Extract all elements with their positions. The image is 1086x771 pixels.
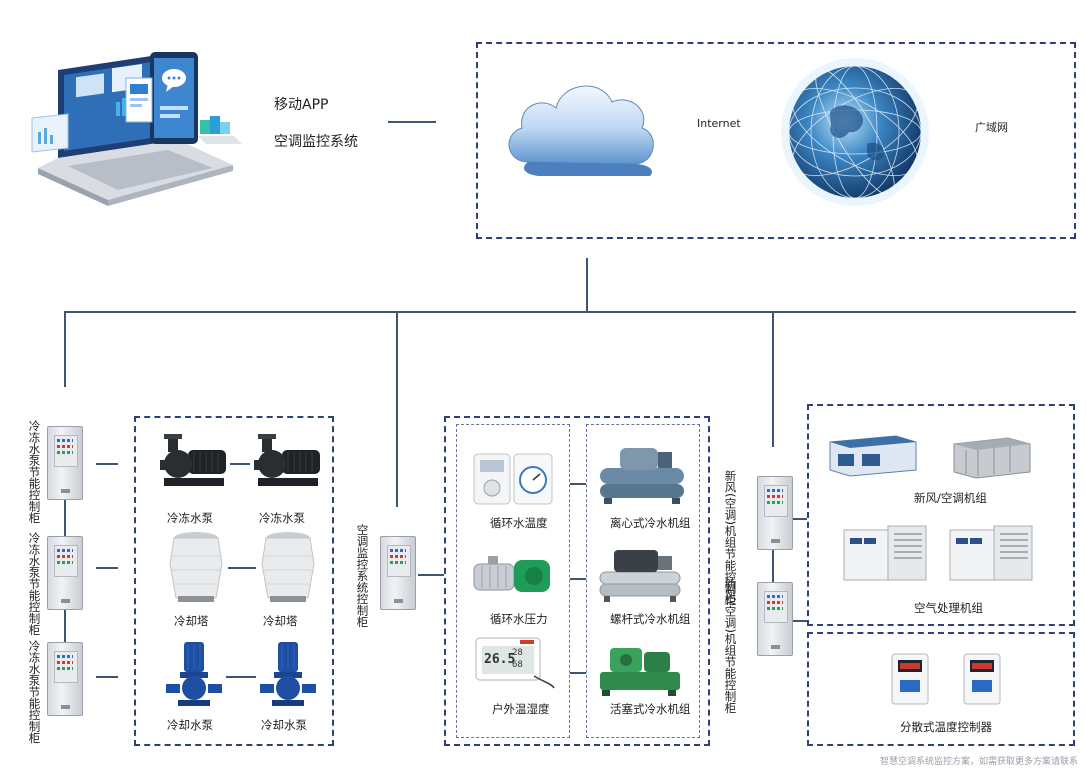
sensors-right-subbox: [586, 424, 700, 738]
outdoor-thermo-hygrometer-icon: [475, 637, 555, 689]
sensor-link-2: [570, 578, 586, 580]
outdoor-humidity-reading: 68: [512, 660, 523, 670]
globe-icon: [781, 58, 929, 206]
cooling-tower-label-2: 冷却塔: [263, 614, 298, 628]
left-cabinet-1: [47, 426, 83, 500]
cooling-water-pump-icon-2: [260, 642, 316, 706]
trunk-line: [586, 258, 588, 312]
water-temperature-label: 循环水温度: [490, 516, 548, 530]
air-handling-unit-icon-1: [843, 525, 927, 581]
air-handling-unit-icon-2: [949, 525, 1033, 581]
center-cabinet-label: 空调监控系统控制柜: [355, 524, 370, 628]
sensor-link-3: [570, 672, 586, 674]
fresh-air-unit-icon-2: [953, 437, 1031, 479]
left-h-connector-3: [96, 676, 118, 678]
pumps-box: [134, 416, 334, 746]
cooling-tower-icon-1: [169, 532, 223, 602]
drop-right: [772, 311, 774, 447]
fresh-air-unit-icon-1: [829, 435, 917, 477]
sensor-link-1: [570, 483, 586, 485]
right-cabinet-2: [757, 582, 793, 656]
cooling-water-pump-label-2: 冷却水泵: [261, 718, 307, 732]
bus-line: [64, 311, 1076, 313]
air-handling-units-label: 空气处理机组: [914, 601, 983, 615]
screw-chiller-label: 螺杆式冷水机组: [610, 612, 691, 626]
center-to-sensors: [418, 574, 444, 576]
water-pressure-label: 循环水压力: [490, 612, 548, 626]
screw-chiller-icon: [599, 550, 681, 602]
wan-label: 广域网: [975, 121, 1008, 134]
right-vertical-connector: [772, 550, 774, 582]
chilled-water-pump-icon-1: [160, 434, 226, 486]
piston-chiller-label: 活塞式冷水机组: [610, 702, 691, 716]
outdoor-temp-humidity-label: 户外温湿度: [492, 702, 550, 716]
right-cabinet-1-label: 新风(空调)机组节能控制柜: [723, 470, 738, 606]
cooling-water-pump-icon-1: [166, 642, 222, 706]
mobile-app-label: 移动APP: [274, 97, 329, 113]
laptop-phone-illustration: [31, 52, 242, 206]
chilled-water-pump-icon-2: [254, 434, 320, 486]
water-pressure-pump-icon: [473, 556, 550, 592]
sensors-left-subbox: [456, 424, 570, 738]
left-cabinet-1-label: 冷冻水泵节能控制柜: [27, 420, 42, 524]
outdoor-temp-reading-2: 28: [512, 648, 523, 658]
temperature-controller-icon-2: [963, 653, 1001, 705]
cooling-tower-label-1: 冷却塔: [174, 614, 209, 628]
connector-app-to-cloud: [388, 121, 436, 123]
ac-monitoring-system-label: 空调监控系统: [274, 134, 358, 150]
cooling-tower-icon-2: [261, 532, 315, 602]
left-h-connector-1: [96, 463, 118, 465]
pump-link-1: [230, 463, 250, 465]
cloud-icon: [508, 85, 654, 176]
watermark-text: 智慧空调系统监控方案，如需获取更多方案请联系: [879, 757, 1078, 767]
left-cabinet-3-label: 冷冻水泵节能控制柜: [27, 640, 42, 744]
right-cabinet-2-label: 新风(空调)机组节能控制柜: [723, 578, 738, 714]
internet-label: Internet: [697, 117, 741, 130]
centrifugal-chiller-label: 离心式冷水机组: [610, 516, 691, 530]
center-cabinet: [380, 536, 416, 610]
outdoor-temp-reading: 26.5: [484, 652, 516, 667]
chilled-water-pump-label-2: 冷冻水泵: [259, 511, 305, 525]
left-vertical-connector-b: [64, 610, 66, 642]
chilled-water-pump-label-1: 冷冻水泵: [167, 511, 213, 525]
left-cabinet-2-label: 冷冻水泵节能控制柜: [27, 532, 42, 636]
left-h-connector-2: [96, 567, 118, 569]
cooling-pump-link: [226, 676, 256, 678]
fresh-air-units-label: 新风/空调机组: [914, 491, 987, 505]
tower-link: [228, 567, 256, 569]
right-h-connector-2: [793, 620, 807, 622]
sensors-box: [444, 416, 710, 746]
right-cabinet-1: [757, 476, 793, 550]
network-box: [476, 42, 1076, 239]
temperature-controller-icon-1: [891, 653, 929, 705]
drop-center: [396, 311, 398, 507]
centrifugal-chiller-icon: [600, 448, 684, 504]
left-vertical-connector-a: [64, 500, 66, 536]
air-units-box: [807, 404, 1075, 626]
water-temperature-sensor-icon: [473, 453, 553, 505]
cooling-water-pump-label-1: 冷却水泵: [167, 718, 213, 732]
left-cabinet-2: [47, 536, 83, 610]
left-cabinet-3: [47, 642, 83, 716]
drop-left: [64, 311, 66, 387]
temp-controller-box: [807, 632, 1075, 746]
piston-chiller-icon: [600, 648, 680, 696]
right-h-connector-1: [793, 518, 807, 520]
temperature-controller-label: 分散式温度控制器: [900, 720, 992, 734]
